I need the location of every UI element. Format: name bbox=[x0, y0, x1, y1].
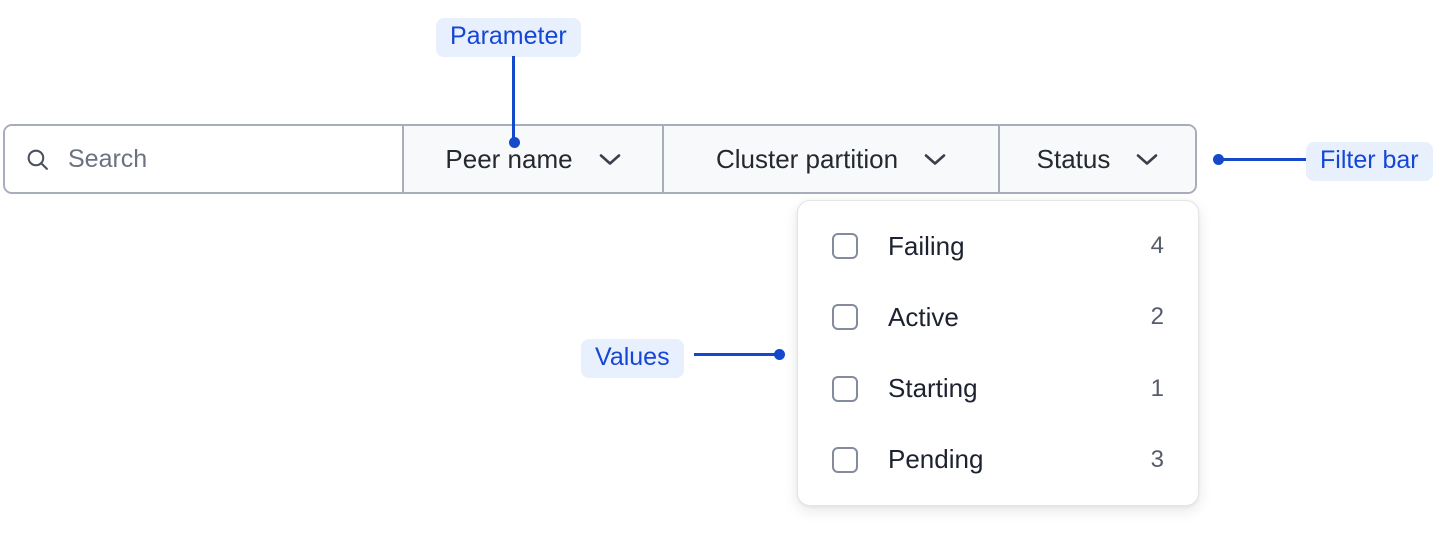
checkbox-active[interactable] bbox=[832, 304, 858, 331]
dropdown-option-failing[interactable]: Failing 4 bbox=[832, 221, 1164, 271]
filter-dropdown-status[interactable]: Status bbox=[998, 126, 1195, 192]
dropdown-option-active[interactable]: Active 2 bbox=[832, 292, 1164, 342]
filter-dropdown-cluster-partition-label: Cluster partition bbox=[715, 143, 899, 174]
dropdown-option-count: 1 bbox=[1150, 374, 1164, 402]
dropdown-option-count: 3 bbox=[1150, 445, 1164, 473]
dropdown-option-count: 4 bbox=[1150, 232, 1164, 259]
dropdown-option-label: Pending bbox=[888, 444, 984, 475]
dropdown-option-label: Starting bbox=[888, 373, 978, 404]
status-dropdown-panel: Failing 4 Active 2 Starting 1 Pending 3 bbox=[797, 200, 1199, 506]
annotation-label-filter-bar: Filter bar bbox=[1306, 142, 1433, 181]
annotation-anchor-dot-filter-bar bbox=[1213, 154, 1224, 165]
annotation-leader-line-filter-bar bbox=[1222, 158, 1306, 161]
filter-dropdown-cluster-partition[interactable]: Cluster partition bbox=[662, 126, 998, 192]
search-field[interactable] bbox=[5, 126, 402, 192]
chevron-down-icon bbox=[1137, 153, 1158, 165]
dropdown-option-starting[interactable]: Starting 1 bbox=[832, 364, 1164, 414]
annotation-anchor-dot-parameter bbox=[509, 137, 520, 148]
dropdown-option-pending[interactable]: Pending 3 bbox=[832, 435, 1164, 485]
annotation-leader-line-values bbox=[694, 353, 776, 356]
checkbox-starting[interactable] bbox=[832, 375, 858, 402]
dropdown-option-count: 2 bbox=[1150, 303, 1164, 331]
filter-dropdown-peer-name-label: Peer name bbox=[445, 143, 573, 174]
filter-bar: Peer name Cluster partition Status bbox=[3, 124, 1197, 194]
dropdown-option-label: Failing bbox=[888, 230, 965, 261]
filter-dropdown-status-label: Status bbox=[1036, 143, 1111, 174]
chevron-down-icon bbox=[599, 153, 620, 165]
annotation-anchor-dot-values bbox=[774, 349, 785, 360]
annotation-label-parameter: Parameter bbox=[436, 18, 581, 57]
annotation-label-values: Values bbox=[581, 339, 684, 378]
checkbox-pending[interactable] bbox=[832, 446, 858, 473]
checkbox-failing[interactable] bbox=[832, 233, 858, 259]
annotation-leader-line-parameter bbox=[512, 56, 515, 144]
search-icon bbox=[27, 149, 48, 170]
search-input[interactable] bbox=[68, 144, 368, 174]
filter-dropdown-peer-name[interactable]: Peer name bbox=[402, 126, 662, 192]
dropdown-option-label: Active bbox=[888, 301, 959, 332]
chevron-down-icon bbox=[924, 153, 946, 165]
